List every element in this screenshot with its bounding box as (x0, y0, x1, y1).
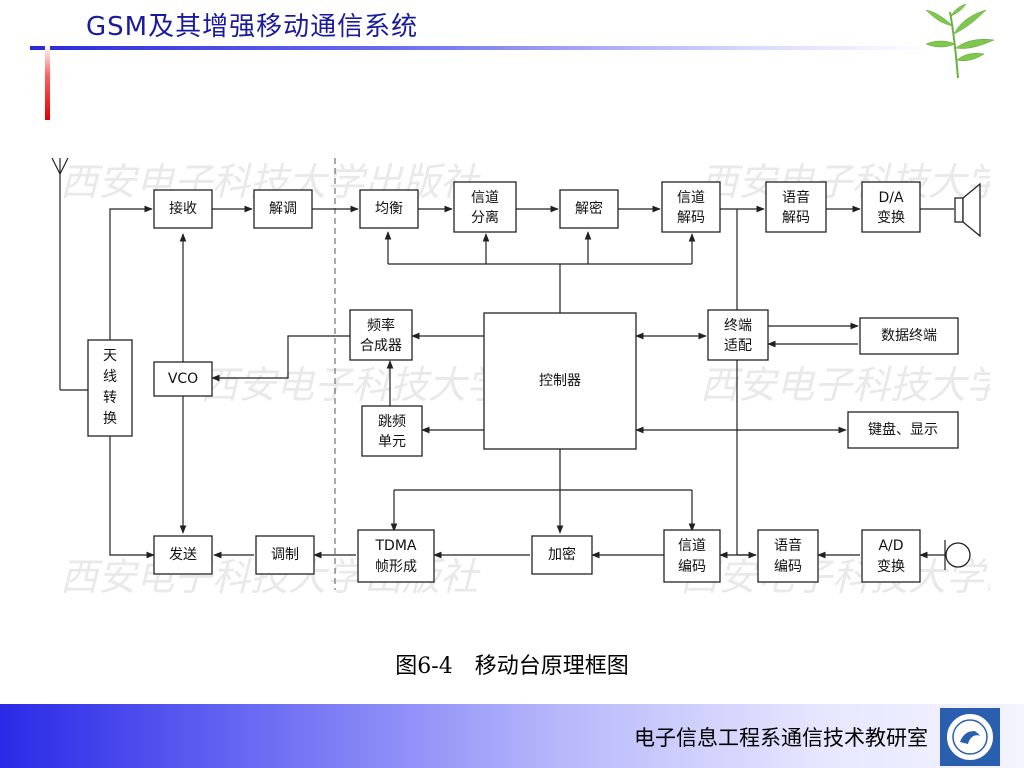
block-receive: 接收 (153, 189, 213, 229)
watermark: 西安电子科技大学出版社 西安电子科技大学出版社 西安电子科技大学出版社 西安电子… (60, 160, 990, 599)
svg-text:信道: 信道 (471, 190, 499, 206)
block-frequency-synthesizer: 频率 合成器 (349, 309, 413, 361)
svg-text:数据终端: 数据终端 (881, 328, 937, 344)
block-controller: 控制器 (483, 312, 637, 450)
svg-text:西安电子科技大学出版社: 西安电子科技大学出版社 (680, 555, 990, 599)
block-tdma-frame: TDMA 帧形成 (357, 529, 435, 583)
svg-text:换: 换 (103, 410, 117, 427)
svg-text:VCO: VCO (168, 371, 198, 387)
svg-text:信道: 信道 (677, 190, 705, 206)
block-keyboard-display: 键盘、显示 (847, 411, 959, 449)
svg-text:解码: 解码 (782, 210, 810, 226)
svg-text:解调: 解调 (269, 201, 297, 217)
svg-text:帧形成: 帧形成 (375, 559, 417, 575)
svg-text:单元: 单元 (378, 434, 406, 450)
connections (60, 205, 954, 559)
svg-text:TDMA: TDMA (375, 538, 417, 554)
block-data-terminal: 数据终端 (859, 317, 959, 355)
title-underline (30, 46, 930, 50)
block-vco: VCO (153, 361, 213, 397)
block-modulate: 调制 (255, 535, 315, 575)
svg-text:键盘、显示: 键盘、显示 (868, 421, 938, 438)
svg-text:解码: 解码 (677, 210, 705, 226)
svg-text:语音: 语音 (774, 537, 802, 554)
svg-text:D/A: D/A (878, 190, 903, 206)
svg-text:接收: 接收 (169, 200, 197, 217)
block-channel-decode: 信道 解码 (661, 181, 721, 233)
block-equalizer: 均衡 (359, 189, 419, 229)
block-channel-encode: 信道 编码 (663, 529, 721, 583)
svg-text:分离: 分离 (471, 209, 499, 226)
svg-text:控制器: 控制器 (539, 373, 581, 389)
svg-text:跳频: 跳频 (378, 414, 406, 430)
svg-text:线: 线 (103, 369, 117, 385)
mobile-station-block-diagram: 西安电子科技大学出版社 西安电子科技大学出版社 西安电子科技大学出版社 西安电子… (51, 157, 990, 599)
svg-text:西安电子科技大学出版社: 西安电子科技大学出版社 (700, 160, 990, 204)
footer-bar: 电子信息工程系通信技术教研室 (0, 704, 1024, 768)
svg-text:信道: 信道 (678, 538, 706, 554)
accent-bar (45, 46, 50, 120)
speaker-icon (954, 182, 981, 238)
svg-text:变换: 变换 (877, 558, 905, 575)
page-title: GSM及其增强移动通信系统 (86, 12, 419, 42)
svg-text:频率: 频率 (367, 317, 395, 334)
svg-text:终端: 终端 (724, 318, 752, 334)
svg-text:适配: 适配 (724, 338, 752, 354)
bamboo-leaf-icon (925, 4, 995, 79)
svg-text:合成器: 合成器 (360, 338, 402, 354)
block-demodulate: 解调 (253, 189, 313, 229)
block-da-convert: D/A 变换 (861, 181, 921, 233)
svg-text:天: 天 (103, 348, 117, 364)
svg-text:解密: 解密 (575, 200, 603, 217)
svg-text:发送: 发送 (169, 547, 197, 563)
svg-text:编码: 编码 (678, 559, 706, 575)
svg-text:语音: 语音 (782, 189, 810, 206)
block-send: 发送 (153, 535, 213, 575)
svg-text:编码: 编码 (774, 559, 802, 575)
block-voice-encode: 语音 编码 (757, 529, 819, 583)
block-terminal-adapter: 终端 适配 (707, 309, 769, 361)
antenna-icon (51, 157, 69, 390)
svg-text:西安电子科技大学出版社: 西安电子科技大学出版社 (700, 363, 990, 407)
figure-caption: 图6-4 移动台原理框图 (395, 654, 629, 679)
block-voice-decode: 语音 解码 (765, 181, 827, 233)
block-ad-convert: A/D 变换 (861, 529, 921, 583)
block-channel-separation: 信道 分离 (453, 181, 517, 233)
block-decrypt: 解密 (559, 189, 619, 229)
block-encrypt: 加密 (531, 535, 593, 575)
svg-text:均衡: 均衡 (375, 201, 403, 217)
svg-text:变换: 变换 (877, 209, 905, 226)
block-frequency-hopping: 跳频 单元 (361, 405, 423, 457)
svg-text:转: 转 (103, 390, 117, 406)
footer-text: 电子信息工程系通信技术教研室 (634, 726, 928, 750)
block-antenna-switch: 天 线 转 换 (87, 339, 133, 437)
svg-text:加密: 加密 (548, 546, 576, 563)
svg-text:调制: 调制 (271, 547, 299, 563)
university-logo-icon (940, 708, 1000, 766)
svg-text:A/D: A/D (878, 538, 903, 554)
